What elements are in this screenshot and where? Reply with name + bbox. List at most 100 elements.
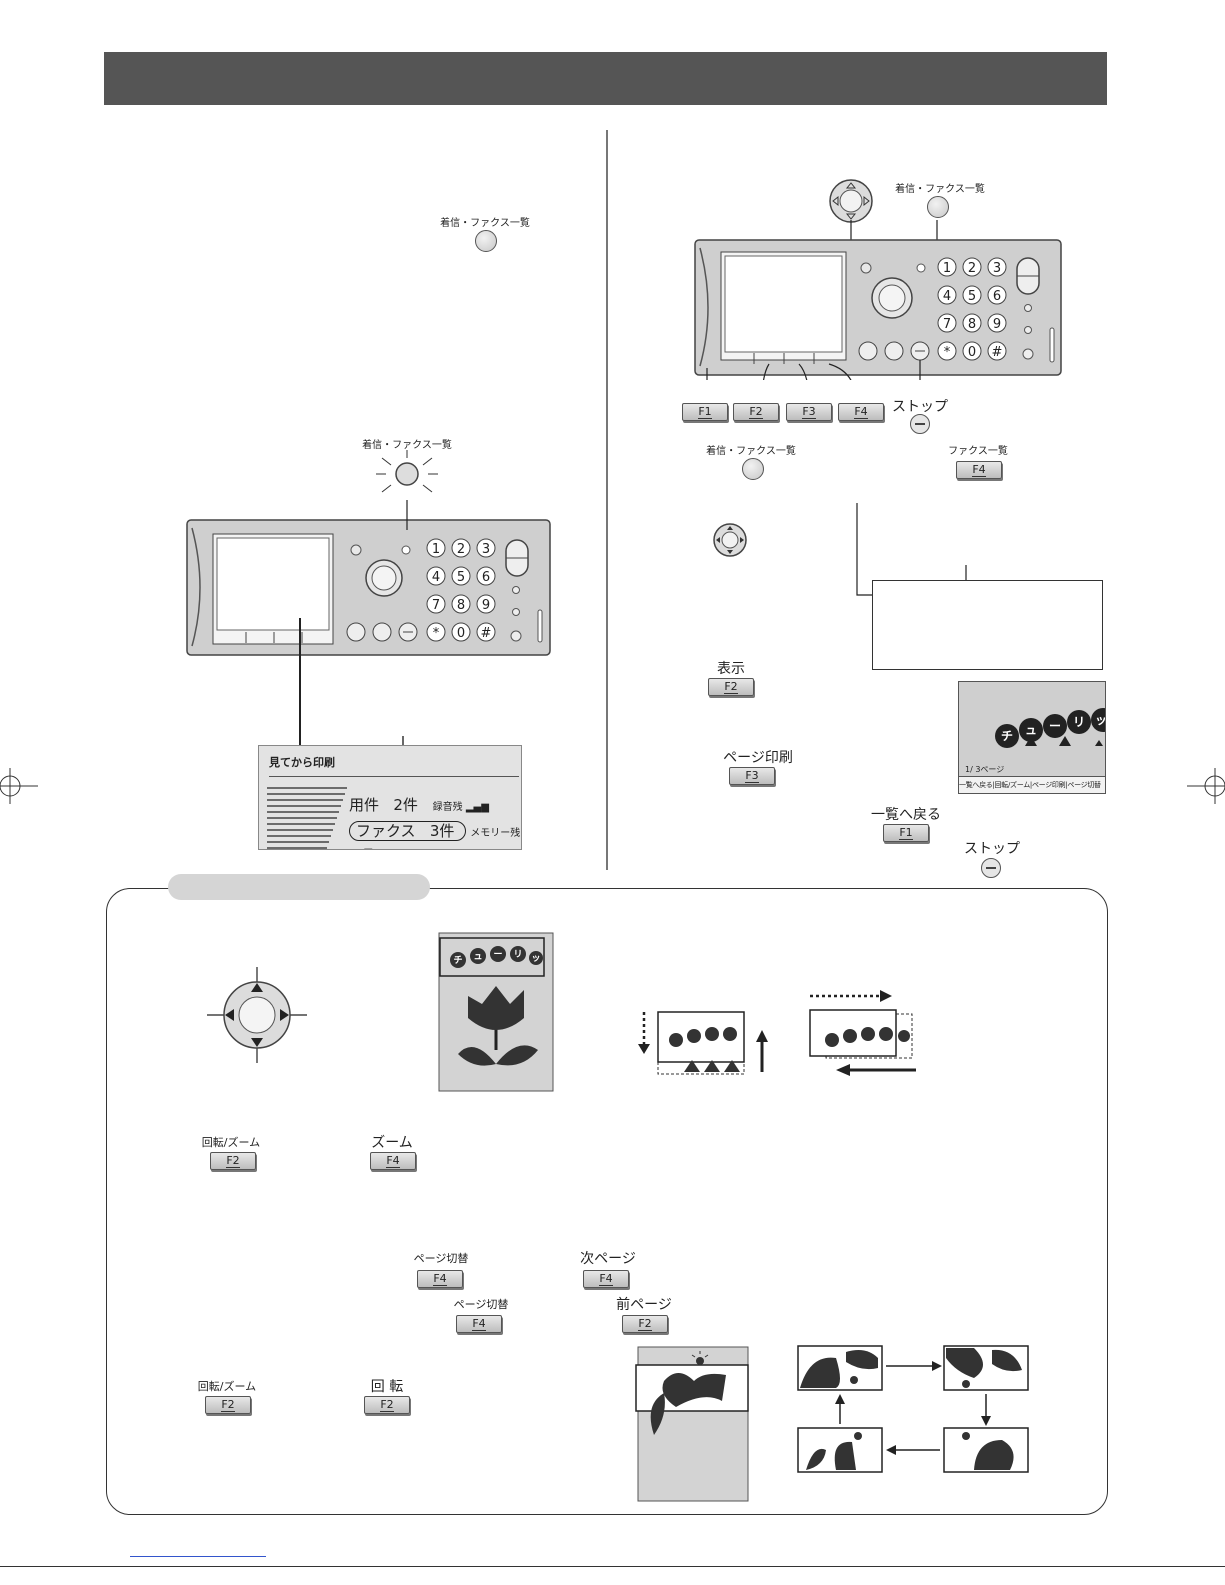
page-switch-label-1: ページ切替 bbox=[413, 1252, 469, 1265]
rotate-zoom-f2-key-2[interactable]: F2 bbox=[205, 1396, 251, 1414]
f1-key[interactable]: F1 bbox=[682, 403, 728, 421]
row1-count: 2件 bbox=[393, 796, 418, 814]
incoming-fax-list-label-4: 着信・ファクス一覧 bbox=[706, 446, 796, 457]
svg-text:6: 6 bbox=[482, 570, 490, 585]
back-to-list-f1-key-label: F1 bbox=[899, 826, 913, 840]
svg-text:4: 4 bbox=[432, 570, 440, 585]
rotate-zoom-label-1: 回転/ズーム bbox=[201, 1136, 261, 1149]
rotate-label: 回 転 bbox=[370, 1379, 404, 1395]
stop-button-1[interactable] bbox=[910, 414, 930, 434]
f2-key[interactable]: F2 bbox=[733, 403, 779, 421]
next-page-label: 次ページ bbox=[580, 1251, 636, 1267]
signal-bars-icon: ▂▄▆ bbox=[349, 847, 372, 849]
column-divider bbox=[606, 130, 608, 870]
rotate-f2-key-label: F2 bbox=[380, 1398, 394, 1412]
svg-text:#: # bbox=[481, 626, 492, 641]
svg-text:ッ: ッ bbox=[1095, 713, 1105, 727]
row1-label: 用件 bbox=[349, 796, 380, 814]
section-header-bar bbox=[104, 52, 1107, 105]
fax-device-right: 1 2 3 4 5 6 7 8 9 * 0 # bbox=[694, 220, 1062, 380]
svg-text:9: 9 bbox=[993, 317, 1001, 332]
scroll-horizontal-diagram bbox=[809, 990, 916, 1076]
tips-panel bbox=[106, 888, 1108, 1515]
lcd-row-fax: ファクス 3件 メモリー残 ▂▄▆ bbox=[349, 820, 521, 849]
svg-text:ー: ー bbox=[1049, 719, 1061, 733]
next-page-f4-key[interactable]: F4 bbox=[583, 1270, 629, 1288]
svg-text:3: 3 bbox=[482, 542, 490, 557]
svg-text:0: 0 bbox=[968, 345, 976, 360]
svg-text:ュ: ュ bbox=[1025, 723, 1037, 737]
svg-text:4: 4 bbox=[943, 289, 951, 304]
preview-menu-bar: 一覧へ戻る|回転/ズーム|ページ印刷|ページ切替 bbox=[959, 776, 1105, 793]
rotated-tulip-image bbox=[635, 1346, 749, 1502]
rotate-zoom-f2-key-2-label: F2 bbox=[221, 1398, 235, 1412]
display-label: 表示 bbox=[717, 661, 745, 677]
f3-key-label: F3 bbox=[802, 405, 816, 419]
rotate-zoom-f2-key-1[interactable]: F2 bbox=[210, 1152, 256, 1170]
blinking-button-icon bbox=[376, 450, 438, 493]
svg-text:1: 1 bbox=[943, 261, 951, 276]
page-switch-label-2: ページ切替 bbox=[453, 1298, 509, 1311]
lcd-title: 見てから印刷 bbox=[269, 756, 335, 769]
f4-key[interactable]: F4 bbox=[838, 403, 884, 421]
pointer-lines-left bbox=[299, 500, 408, 750]
incoming-fax-list-label-2: 着信・ファクス一覧 bbox=[362, 440, 452, 451]
page-print-label: ページ印刷 bbox=[723, 750, 793, 766]
svg-text:ー: ー bbox=[493, 950, 502, 960]
page-switch-f4-key-2[interactable]: F4 bbox=[456, 1315, 502, 1333]
row1-status: 録音残 bbox=[432, 802, 463, 813]
bottom-rule bbox=[0, 1566, 1225, 1567]
next-page-f4-key-label: F4 bbox=[599, 1272, 613, 1286]
rotate-f2-key[interactable]: F2 bbox=[364, 1396, 410, 1414]
row2-count: 3件 bbox=[429, 822, 455, 840]
lcd-stripes-graphic bbox=[267, 787, 347, 849]
scroll-vertical-diagram bbox=[638, 1011, 768, 1075]
prev-page-f2-key[interactable]: F2 bbox=[622, 1315, 668, 1333]
dpad-icon-top bbox=[829, 179, 873, 223]
f3-key[interactable]: F3 bbox=[786, 403, 832, 421]
page-switch-f4-key-1-label: F4 bbox=[433, 1272, 447, 1286]
svg-text:*: * bbox=[944, 345, 951, 360]
svg-text:7: 7 bbox=[943, 317, 951, 332]
svg-text:ッ: ッ bbox=[531, 954, 540, 964]
svg-text:*: * bbox=[433, 626, 440, 641]
page-print-f3-key[interactable]: F3 bbox=[729, 767, 775, 785]
stop-label-1: ストップ bbox=[892, 399, 948, 415]
registration-mark-right bbox=[1187, 768, 1225, 804]
svg-text:0: 0 bbox=[457, 626, 465, 641]
incoming-fax-list-button-4[interactable] bbox=[742, 458, 764, 480]
svg-text:6: 6 bbox=[993, 289, 1001, 304]
zoom-f4-key[interactable]: F4 bbox=[370, 1152, 416, 1170]
incoming-fax-list-button-3[interactable] bbox=[927, 196, 949, 218]
stop-button-2[interactable] bbox=[981, 858, 1001, 878]
lcd-row-messages: 用件 2件 録音残 ▂▄▆ bbox=[349, 794, 489, 815]
fax-list-f4-key[interactable]: F4 bbox=[956, 461, 1002, 479]
lcd-fax-list-screen: 見てから印刷 用件 2件 録音残 ▂▄▆ ファクス 3件 メモリー残 ▂▄▆ bbox=[258, 745, 522, 850]
f2-key-label: F2 bbox=[749, 405, 763, 419]
row2-label: ファクス bbox=[356, 822, 416, 840]
page-switch-f4-key-2-label: F4 bbox=[472, 1317, 486, 1331]
svg-text:リ: リ bbox=[513, 949, 522, 960]
incoming-fax-list-button-1[interactable] bbox=[475, 230, 497, 252]
bottom-link-mark bbox=[130, 1556, 266, 1557]
svg-text:2: 2 bbox=[457, 542, 465, 557]
dpad-large-icon bbox=[207, 967, 307, 1063]
fax-list-f4-key-label: F4 bbox=[972, 463, 986, 477]
dpad-icon-small bbox=[713, 523, 747, 557]
incoming-fax-list-label-3: 着信・ファクス一覧 bbox=[895, 184, 985, 195]
display-f2-key[interactable]: F2 bbox=[708, 678, 754, 696]
back-to-list-label: 一覧へ戻る bbox=[871, 807, 941, 823]
registration-mark-left bbox=[0, 768, 38, 804]
prev-page-f2-key-label: F2 bbox=[638, 1317, 652, 1331]
back-to-list-f1-key[interactable]: F1 bbox=[883, 824, 929, 842]
svg-text:5: 5 bbox=[457, 570, 465, 585]
svg-text:2: 2 bbox=[968, 261, 976, 276]
svg-text:チ: チ bbox=[453, 955, 462, 966]
page-print-f3-key-label: F3 bbox=[745, 769, 759, 783]
fax-device-left: 1 2 3 4 5 6 7 8 9 * 0 # bbox=[186, 519, 551, 656]
rotate-zoom-label-2: 回転/ズーム bbox=[197, 1380, 257, 1393]
page-switch-f4-key-1[interactable]: F4 bbox=[417, 1270, 463, 1288]
svg-text:チ: チ bbox=[1001, 729, 1013, 743]
svg-text:1: 1 bbox=[432, 542, 440, 557]
